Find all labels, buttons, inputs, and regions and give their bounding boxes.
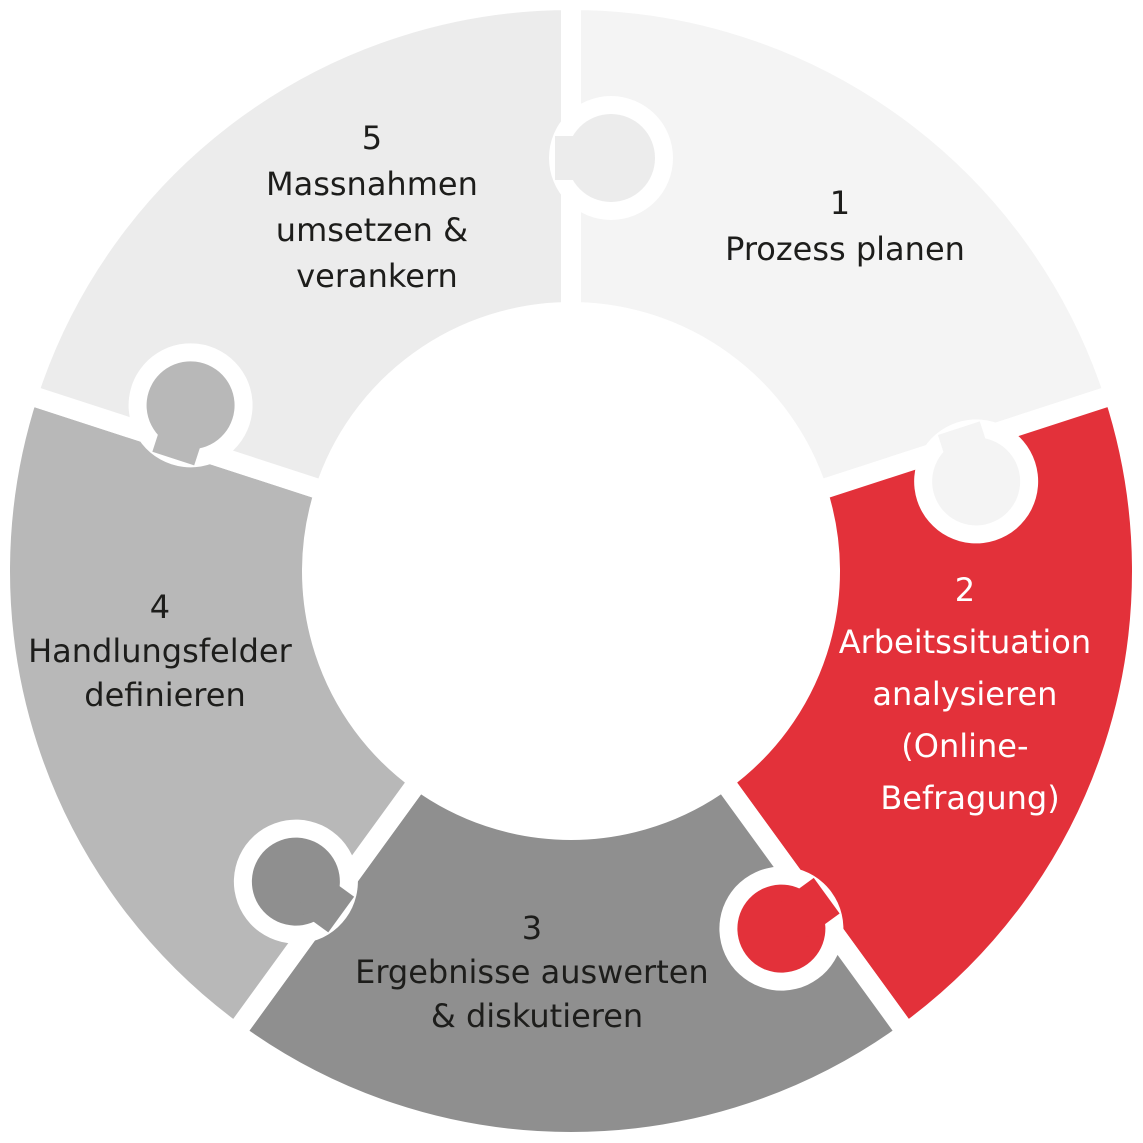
step-5-label: 5 Massnahmen umsetzen & verankern xyxy=(266,119,488,295)
puzzle-knob-step-1 xyxy=(914,419,1039,544)
puzzle-piece-step-1 xyxy=(561,0,1127,504)
step-2-label: 2 Arbeitssituation analysieren (Online- … xyxy=(839,571,1102,817)
puzzle-knob-step-2 xyxy=(719,866,844,991)
step-4-label: 4 Handlungsfelder definieren xyxy=(28,588,302,714)
puzzle-knob-step-5 xyxy=(549,96,673,220)
puzzle-knob-step-3 xyxy=(233,819,358,944)
puzzle-piece-step-2 xyxy=(709,381,1143,1047)
puzzle-knob-step-4 xyxy=(128,343,253,468)
puzzle-piece-step-3 xyxy=(221,766,921,1143)
step-3-label: 3 Ergebnisse auswerten & diskutieren xyxy=(355,909,719,1035)
step-1-label: 1 Prozess planen xyxy=(725,184,965,268)
